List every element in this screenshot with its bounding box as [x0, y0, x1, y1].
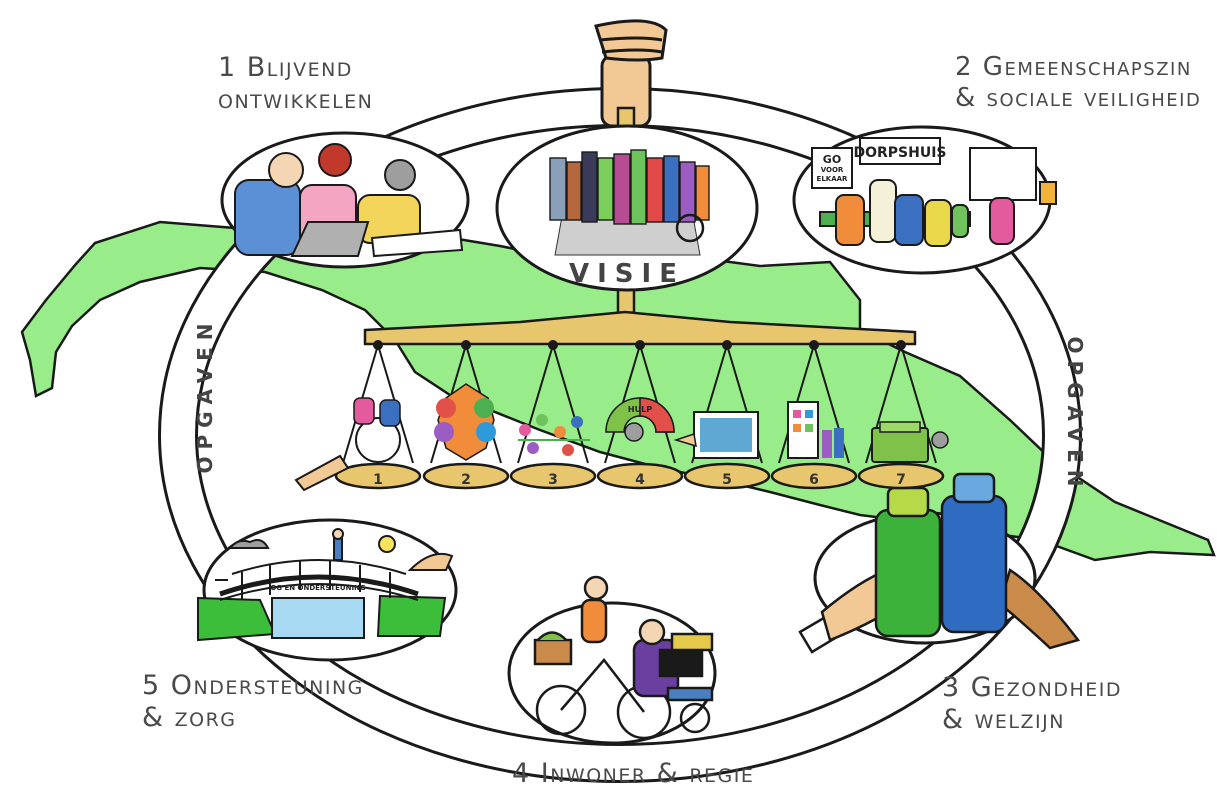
pan-4-label: 4	[635, 472, 645, 488]
pan-1: 1	[294, 340, 422, 492]
scale-beam	[363, 310, 917, 346]
visie-oval: VISIE	[495, 124, 759, 292]
bubble-gemeenschapszin: DORPSHUIS GO VOOR ELKAAR	[792, 125, 1057, 275]
visie-label: VISIE	[569, 259, 685, 289]
hulp-text: HULP	[628, 405, 652, 414]
bubble-blijvend-ontwikkelen	[220, 131, 470, 269]
ring-label-left: OPGAVEN	[193, 316, 217, 473]
seniors-laptop-icon	[234, 143, 464, 258]
pan-6-label: 6	[809, 472, 819, 488]
pan-2-label: 2	[461, 472, 471, 488]
bubble-inwoner-regie	[507, 575, 717, 745]
pan-3: 3	[509, 340, 597, 490]
caption-blijvend-ontwikkelen: 1 Blijvend ontwikkelen	[218, 52, 374, 116]
bubble-ondersteuning: OG EN ONDERSTEUNING	[197, 518, 458, 662]
pan-3-label: 3	[548, 472, 558, 488]
bicycle-wheelchair-icon	[533, 575, 714, 740]
dorpshuis-sign	[859, 137, 941, 165]
caption-gemeenschapszin: 2 Gemeenschapszin & sociale veiligheid	[955, 52, 1202, 114]
pan-5: 5	[673, 340, 771, 490]
caption-inwoner-regie: 4 Inwoner & regie	[512, 758, 755, 789]
pan-2: 2	[422, 340, 510, 490]
caption-gezondheid: 3 Gezondheid & welzijn	[942, 672, 1123, 736]
community-people-icon	[819, 179, 1057, 247]
pan-4: HULP 4	[596, 340, 684, 490]
pan-6: 6	[770, 340, 858, 490]
pan-5-label: 5	[722, 472, 732, 488]
fist-icon	[594, 19, 668, 128]
go-sign-line-2: VOOR	[821, 166, 844, 174]
go-sign-line-3: ELKAAR	[817, 175, 849, 183]
caption-ondersteuning: 5 Ondersteuning & zorg	[142, 670, 364, 734]
ring-label-right: OPGAVEN	[1063, 336, 1087, 493]
bottles-icon	[798, 472, 1081, 654]
scale-pans: 1 2 3	[294, 340, 949, 492]
crowd-icon	[549, 149, 710, 243]
bubble-gezondheid	[798, 472, 1081, 654]
dorpshuis-text: DORPSHUIS	[853, 145, 946, 161]
go-sign-line-1: GO	[823, 153, 841, 166]
pan-7-label: 7	[896, 472, 906, 488]
go-sign	[811, 147, 853, 189]
pan-1-label: 1	[373, 472, 383, 488]
pan-7: 7	[857, 340, 949, 490]
bridge-icon	[197, 528, 454, 642]
bridge-sign-text: OG EN ONDERSTEUNING	[270, 584, 366, 592]
